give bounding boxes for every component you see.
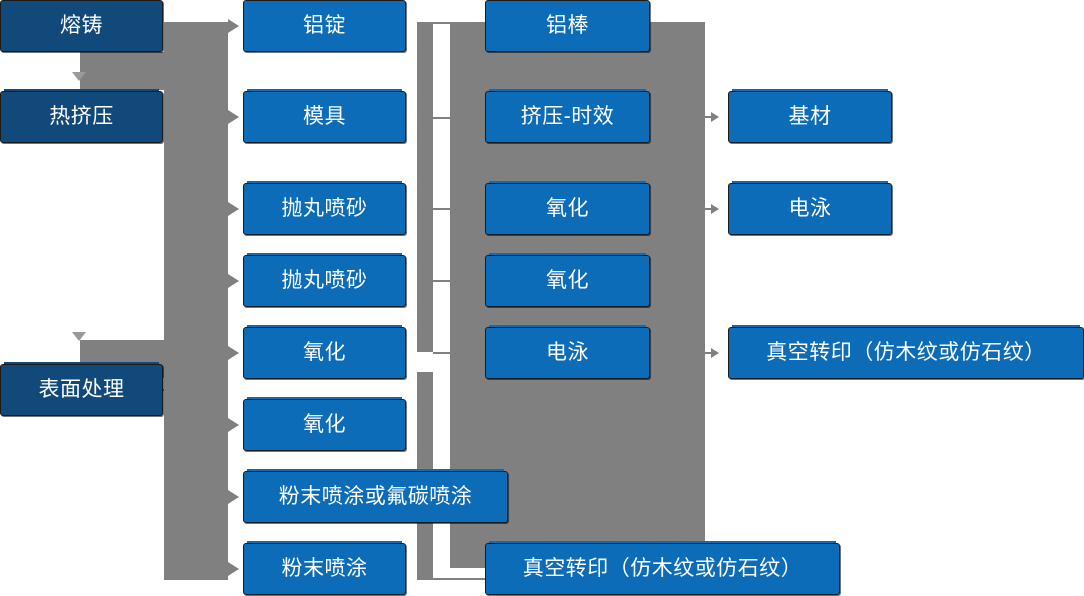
- node-label: 粉末喷涂: [281, 557, 368, 581]
- mid-link-2: [433, 117, 455, 119]
- arrow-to-powder-spray: [228, 562, 239, 576]
- node-electrophoresis-2[interactable]: 电泳: [728, 181, 892, 235]
- arrow-to-shot-blast-1: [228, 202, 239, 216]
- node-anodizing-1[interactable]: 氧化: [243, 325, 406, 379]
- node-anodizing-3[interactable]: 氧化: [485, 181, 650, 235]
- arrow-to-shot-blast-2: [228, 274, 239, 288]
- arrow-to-vacuum-transfer-1: [711, 348, 719, 358]
- left-connector-band: [164, 22, 228, 580]
- node-label: 氧化: [546, 269, 589, 293]
- node-powder-spray[interactable]: 粉末喷涂: [243, 541, 406, 595]
- node-label: 热挤压: [49, 105, 114, 129]
- arrow-to-anodizing-2: [228, 418, 239, 432]
- mid-link-1: [433, 22, 455, 24]
- arrow-to-base-material: [711, 112, 719, 122]
- node-label: 电泳: [788, 197, 832, 221]
- node-shot-blast-1[interactable]: 抛丸喷砂: [243, 181, 406, 235]
- node-label: 铝锭: [303, 14, 346, 38]
- node-label: 真空转印（仿木纹或仿石纹）: [522, 557, 803, 581]
- node-label: 粉末喷涂或氟碳喷涂: [278, 485, 473, 509]
- stage-down-arrow-2: [72, 332, 86, 341]
- node-aluminum-bar[interactable]: 铝棒: [485, 0, 650, 52]
- node-surface-treatment[interactable]: 表面处理: [0, 362, 163, 416]
- arrow-to-aluminum-ingot: [228, 19, 239, 33]
- mid-link-4: [433, 280, 455, 282]
- node-label: 抛丸喷砂: [281, 197, 368, 221]
- node-label: 抛丸喷砂: [281, 269, 368, 293]
- mid-narrow-bar-upper: [417, 22, 433, 352]
- node-extrude-aging[interactable]: 挤压-时效: [485, 89, 650, 143]
- node-shot-blast-2[interactable]: 抛丸喷砂: [243, 253, 406, 307]
- node-hot-extrusion[interactable]: 热挤压: [0, 89, 163, 143]
- node-label: 铝棒: [546, 14, 589, 38]
- node-anodizing-4[interactable]: 氧化: [485, 253, 650, 307]
- node-label: 氧化: [303, 341, 346, 365]
- node-label: 电泳: [546, 341, 589, 365]
- node-vacuum-transfer-2[interactable]: 真空转印（仿木纹或仿石纹）: [485, 541, 840, 595]
- arrow-to-die-mold: [228, 110, 239, 124]
- node-label: 氧化: [303, 413, 346, 437]
- node-label: 真空转印（仿木纹或仿石纹）: [766, 341, 1046, 365]
- node-electrophoresis-1[interactable]: 电泳: [485, 325, 650, 379]
- mid-link-3: [433, 208, 455, 210]
- node-label: 挤压-时效: [520, 105, 615, 129]
- node-die-mold[interactable]: 模具: [243, 89, 406, 143]
- node-powder-or-pvdf-spray[interactable]: 粉末喷涂或氟碳喷涂: [243, 469, 508, 523]
- node-label: 模具: [303, 105, 346, 129]
- left-connector-band-upper-stub: [80, 52, 180, 90]
- arrow-to-powder-or-pvdf: [228, 490, 239, 504]
- arrow-to-anodizing-1: [228, 346, 239, 360]
- node-vacuum-transfer-1[interactable]: 真空转印（仿木纹或仿石纹）: [728, 325, 1084, 379]
- node-melt-cast[interactable]: 熔铸: [0, 0, 163, 52]
- stage-down-arrow-1: [72, 72, 86, 81]
- arrow-to-electrophoresis-2: [711, 204, 719, 214]
- node-label: 氧化: [546, 197, 589, 221]
- node-anodizing-2[interactable]: 氧化: [243, 397, 406, 451]
- node-base-material[interactable]: 基材: [728, 89, 892, 143]
- node-aluminum-ingot[interactable]: 铝锭: [243, 0, 406, 52]
- node-label: 熔铸: [60, 14, 103, 38]
- surface-treatment-link: [163, 389, 183, 391]
- mid-link-5: [433, 352, 455, 354]
- node-label: 基材: [788, 105, 832, 129]
- node-label: 表面处理: [38, 378, 125, 402]
- mid-link-6: [433, 578, 485, 580]
